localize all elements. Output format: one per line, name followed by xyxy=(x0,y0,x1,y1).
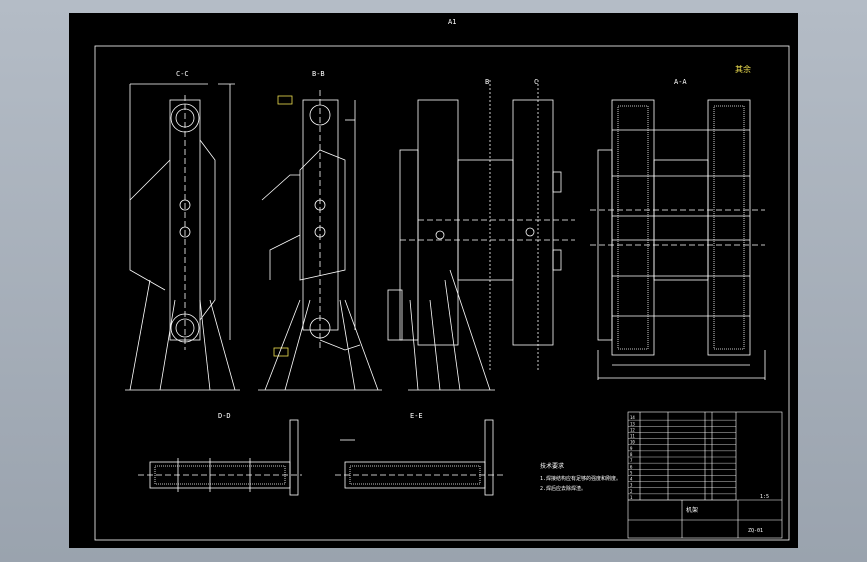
parts-row-number: 1 xyxy=(630,495,633,500)
parts-row-number: 6 xyxy=(630,464,633,469)
parts-row-number: 13 xyxy=(630,421,635,426)
view-b-b-label: B-B xyxy=(312,70,325,78)
parts-row-number: 9 xyxy=(630,446,633,451)
parts-row-number: 12 xyxy=(630,427,635,432)
parts-row-number: 3 xyxy=(630,483,633,488)
view-e-e-label: E-E xyxy=(410,412,423,420)
drawing-border xyxy=(94,45,790,541)
view-b-b: B-B xyxy=(258,70,382,391)
tech-note-line-2: 2.焊后应去除焊渣。 xyxy=(540,485,586,492)
view-e-e: E-E xyxy=(335,412,505,496)
view-d-d-label: D-D xyxy=(218,412,231,420)
tech-note-line-1: 1.焊接结构应有足够的强度和刚度。 xyxy=(540,475,621,482)
title-block-drawing-number: ZQ-01 xyxy=(748,528,763,534)
parts-row-number: 8 xyxy=(630,452,633,457)
view-c-c-label: C-C xyxy=(176,70,189,78)
parts-row-number: 14 xyxy=(630,415,635,420)
view-c-c: C-C xyxy=(125,70,240,391)
view-b-marker: B xyxy=(485,78,489,86)
model-space xyxy=(69,13,798,548)
parts-row-number: 2 xyxy=(630,489,633,494)
sheet-label: A1 xyxy=(448,18,456,26)
technical-requirements: 技术要求 1.焊接结构应有足够的强度和刚度。 2.焊后应去除焊渣。 xyxy=(540,462,621,492)
view-plan-a-a: A-A xyxy=(590,78,766,380)
parts-row-number: 10 xyxy=(630,440,635,445)
view-side-elevation: B C xyxy=(387,78,575,391)
parts-row-number: 4 xyxy=(630,477,633,482)
view-c-marker: C xyxy=(534,78,538,86)
view-plan-label: A-A xyxy=(674,78,687,86)
tech-notes-title: 技术要求 xyxy=(540,462,564,470)
title-block-scale: 1:5 xyxy=(760,494,769,500)
parts-row-number: 5 xyxy=(630,470,633,475)
title-block-name: 机架 xyxy=(686,506,698,514)
surface-finish-note: 其余 xyxy=(735,64,751,74)
view-d-d: D-D xyxy=(138,412,302,496)
parts-row-number: 11 xyxy=(630,434,635,439)
parts-row-number: 7 xyxy=(630,458,633,463)
